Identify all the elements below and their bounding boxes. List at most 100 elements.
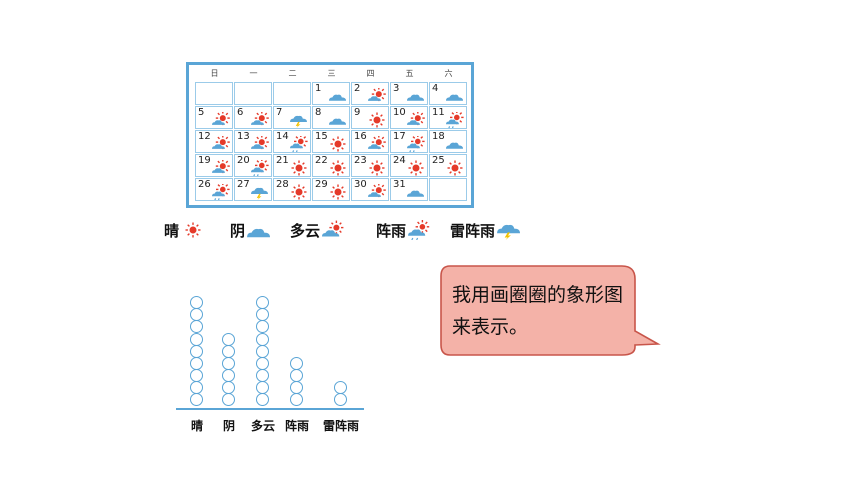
partly-cloudy-icon (212, 159, 230, 176)
partly-cloudy-icon (251, 135, 269, 152)
pictograph-circle (256, 356, 269, 370)
partly-cloudy-icon (368, 87, 386, 104)
calendar-day-cell: 29 (312, 178, 350, 201)
speech-bubble-text: 我用画圈圈的象形图来表示。 (452, 284, 624, 338)
sun-icon (368, 160, 386, 176)
pictograph-circle (256, 296, 269, 310)
cloud-icon (446, 88, 464, 104)
day-number: 3 (393, 83, 400, 94)
thunderstorm-icon (251, 184, 269, 200)
calendar-day-cell: 28 (273, 178, 311, 201)
legend-item-sunny: 晴 (164, 219, 205, 241)
category-label: 雷阵雨 (322, 419, 360, 433)
sun-icon (446, 160, 464, 176)
category-label: 阴 (222, 419, 236, 433)
pictograph-circle (222, 393, 235, 406)
calendar-day-cell: 22 (312, 154, 350, 177)
day-number: 26 (198, 179, 211, 190)
legend-item-shower: 阵雨 (376, 219, 432, 241)
calendar-day-cell: 6 (234, 106, 272, 129)
day-number: 15 (315, 131, 328, 142)
weekday-label: 五 (405, 69, 414, 78)
pictograph-circle (334, 393, 347, 406)
weekday-label: 六 (444, 69, 453, 78)
day-number: 31 (393, 179, 406, 190)
weather-legend: 晴 阴 多云 阵雨 雷阵雨 (164, 219, 544, 241)
calendar-day-cell: 9 (351, 106, 389, 129)
calendar-day-cell: 1 (312, 82, 350, 105)
pictograph-circle (222, 356, 235, 370)
partly-cloudy-icon (212, 135, 230, 152)
calendar-day-cell: 12 (195, 130, 233, 153)
thunderstorm-icon (290, 112, 308, 128)
shower-icon (212, 182, 230, 201)
legend-label: 阵雨 (376, 221, 407, 240)
legend-item-thunderstorm: 雷阵雨 (450, 219, 521, 241)
legend-item-cloudy: 阴 (230, 219, 271, 241)
day-number: 18 (432, 131, 445, 142)
calendar-day-cell: 10 (390, 106, 428, 129)
pictograph-circle (190, 332, 203, 346)
cloud-icon (407, 88, 425, 104)
day-number: 9 (354, 107, 361, 118)
pictograph-circle (222, 332, 235, 346)
day-number: 29 (315, 179, 328, 190)
day-number: 30 (354, 179, 367, 190)
calendar-day-cell: 26 (195, 178, 233, 201)
day-number: 23 (354, 155, 367, 166)
day-number: 8 (315, 107, 322, 118)
day-number: 17 (393, 131, 406, 142)
day-number: 1 (315, 83, 322, 94)
day-number: 4 (432, 83, 439, 94)
calendar-day-cell: 7 (273, 106, 311, 129)
day-number: 16 (354, 131, 367, 142)
sun-icon (329, 184, 347, 200)
day-number: 13 (237, 131, 250, 142)
legend-label: 多云 (290, 221, 321, 240)
thunderstorm-icon (497, 220, 521, 240)
sun-icon (181, 220, 205, 240)
partly-cloudy-icon (212, 111, 230, 128)
day-number: 12 (198, 131, 211, 142)
pictograph-circle (256, 332, 269, 346)
pictograph-circle (256, 393, 269, 406)
shower-icon (408, 220, 432, 241)
pictograph-circle (256, 308, 269, 322)
sun-icon (329, 136, 347, 152)
calendar-day-cell: 18 (429, 130, 467, 153)
partly-cloudy-icon (322, 220, 346, 240)
calendar-empty-cell (273, 82, 311, 105)
pictograph-circle (256, 344, 269, 358)
pictograph-circle (256, 368, 269, 382)
pictograph-circle (290, 368, 303, 382)
calendar-day-cell: 2 (351, 82, 389, 105)
cloud-icon (329, 88, 347, 104)
pictograph-circle (190, 308, 203, 322)
day-number: 27 (237, 179, 250, 190)
category-label: 阵雨 (284, 419, 310, 433)
weekday-label: 四 (366, 69, 375, 78)
legend-item-partly-cloudy: 多云 (290, 219, 346, 241)
sun-icon (368, 112, 386, 128)
cloud-icon (247, 220, 271, 240)
calendar-empty-cell (234, 82, 272, 105)
calendar-day-cell: 31 (390, 178, 428, 201)
pictograph-circle (190, 344, 203, 358)
legend-label: 阴 (230, 221, 246, 240)
weekday-label: 三 (327, 69, 336, 78)
calendar-day-cell: 5 (195, 106, 233, 129)
calendar-day-cell: 4 (429, 82, 467, 105)
calendar-day-cell: 25 (429, 154, 467, 177)
sun-icon (290, 184, 308, 200)
pictograph-circle (222, 344, 235, 358)
category-label: 多云 (250, 419, 276, 433)
calendar-day-cell: 23 (351, 154, 389, 177)
day-number: 7 (276, 107, 283, 118)
calendar-day-cell: 20 (234, 154, 272, 177)
calendar-empty-cell (429, 178, 467, 201)
calendar-day-cell: 30 (351, 178, 389, 201)
pictograph-circle (190, 368, 203, 382)
pictograph-circle (190, 380, 203, 394)
legend-label: 雷阵雨 (450, 221, 496, 240)
